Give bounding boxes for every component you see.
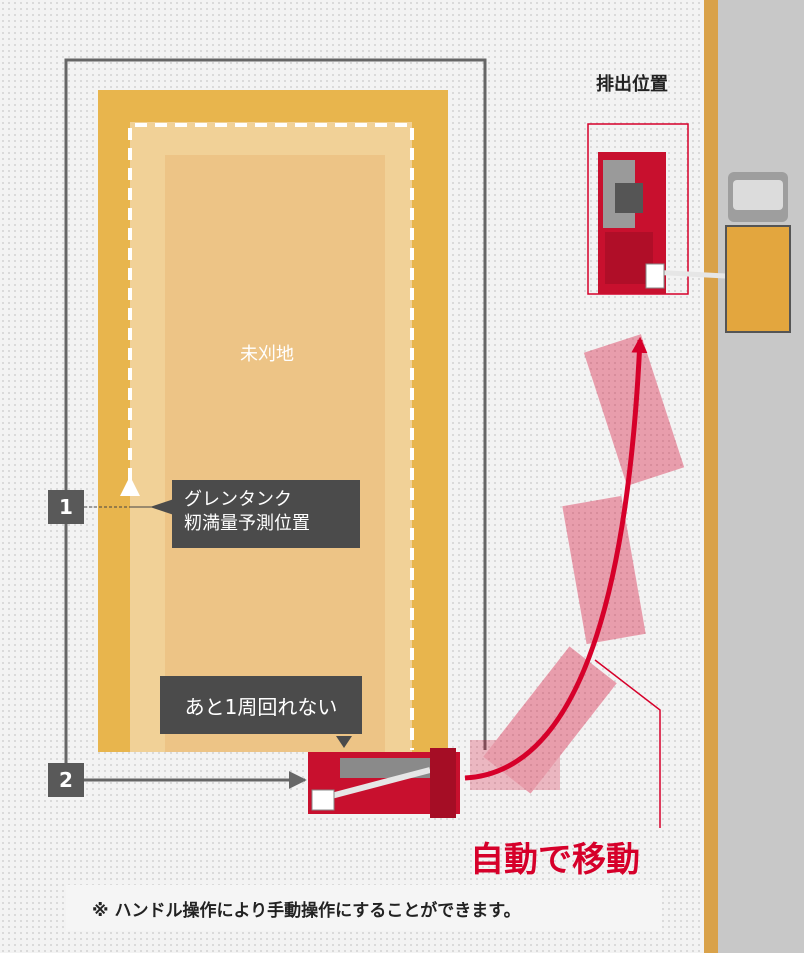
combine-harvester-icon: [598, 152, 765, 294]
tank-full-prediction-line1: グレンタンク: [184, 489, 292, 510]
tank-full-prediction-line2: 籾満量予測位置: [184, 513, 310, 534]
road-edge: [704, 0, 718, 953]
manual-override-note: ※ ハンドル操作により手動操作にすることができます。: [92, 901, 521, 921]
uncut-area-label: 未刈地: [240, 344, 294, 365]
note-background: [66, 885, 662, 931]
auto-move-label: 自動で移動: [470, 840, 640, 880]
lap-marker-1: 1: [48, 490, 84, 524]
auto-move-leader: [594, 659, 661, 828]
road: [718, 0, 804, 953]
lap-marker-2: 2: [48, 763, 84, 797]
planned-path: [120, 123, 414, 750]
uncut-area-inner: [165, 155, 385, 752]
tank-full-prediction-box: グレンタンク 籾満量予測位置: [172, 480, 360, 548]
lap-label-pointer: [336, 736, 352, 748]
lap-path: [64, 58, 487, 789]
truck-icon: [725, 172, 791, 333]
leader-pointer: [150, 499, 174, 515]
combine-harvester-icon: [308, 748, 460, 818]
auto-move-arrow: [464, 336, 648, 781]
cannot-lap-label: あと1周回れない: [160, 676, 362, 734]
discharge-position-label: 排出位置: [596, 74, 668, 95]
